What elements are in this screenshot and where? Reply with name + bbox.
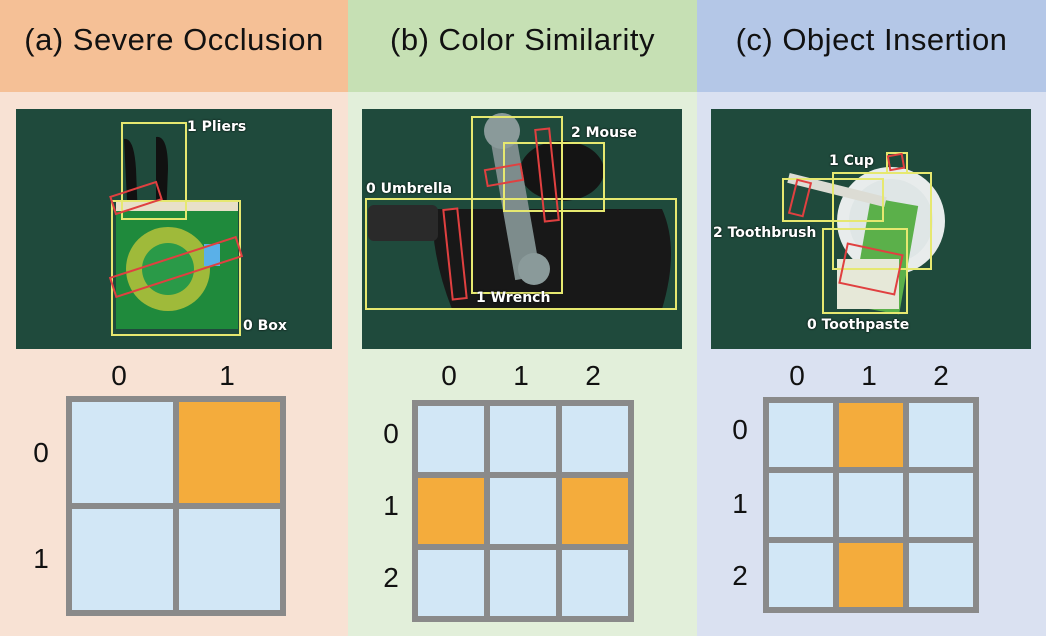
- panel-header: [348, 0, 697, 92]
- scene-drawing: [108, 122, 244, 336]
- object-label: 1 Wrench: [476, 290, 551, 306]
- matrix-cell: [418, 550, 484, 616]
- matrix-cell: [562, 550, 628, 616]
- panel-title: (c) Object Insertion: [735, 22, 1008, 57]
- row-label: 1: [383, 490, 399, 521]
- panel-object-insertion: (c) Object Insertion 1 Cup 2 Toothbrush …: [697, 0, 1046, 636]
- panel-title: (a) Severe Occlusion: [24, 22, 324, 57]
- col-label: 1: [861, 360, 877, 391]
- relation-matrix: [412, 400, 634, 622]
- matrix-cell: [490, 478, 556, 544]
- object-label: 0 Umbrella: [366, 181, 453, 197]
- scene-drawing: [365, 113, 677, 310]
- row-label: 0: [383, 418, 399, 449]
- matrix-cell-active: [179, 402, 280, 503]
- scene-photo: 2 Mouse 0 Umbrella 1 Wrench: [362, 109, 682, 349]
- relation-matrix: [763, 397, 979, 613]
- panel-color-similarity: (b) Color Similarity 2 Mouse 0 Umbrella …: [348, 0, 697, 636]
- panel-severe-occlusion: (a) Severe Occlusion 1 Pliers 0 Box 0 1 …: [0, 0, 348, 636]
- row-label: 0: [732, 414, 748, 445]
- col-label: 0: [441, 360, 457, 391]
- relation-matrix: [66, 396, 286, 616]
- matrix-cell-active: [418, 478, 484, 544]
- col-label: 0: [789, 360, 805, 391]
- object-label: 1 Cup: [829, 153, 874, 169]
- object-label: 0 Box: [243, 318, 287, 334]
- matrix-cell: [909, 403, 973, 467]
- col-label: 0: [111, 360, 127, 391]
- col-label: 2: [933, 360, 949, 391]
- panel-header: [697, 0, 1046, 92]
- matrix-cell: [490, 406, 556, 472]
- col-label: 1: [219, 360, 235, 391]
- matrix-cell: [179, 509, 280, 610]
- scene-photo: 1 Cup 2 Toothbrush 0 Toothpaste: [711, 109, 1031, 349]
- matrix-cell-active: [839, 403, 903, 467]
- matrix-cell: [418, 406, 484, 472]
- matrix-cell: [839, 473, 903, 537]
- scene-photo: 1 Pliers 0 Box: [16, 109, 332, 349]
- panel-header: [0, 0, 348, 92]
- matrix-cell: [769, 403, 833, 467]
- matrix-cell: [562, 406, 628, 472]
- matrix-cell: [72, 402, 173, 503]
- col-label: 2: [585, 360, 601, 391]
- matrix-cell: [72, 509, 173, 610]
- matrix-cell: [490, 550, 556, 616]
- object-label: 2 Toothbrush: [713, 225, 817, 241]
- object-label: 1 Pliers: [187, 119, 247, 135]
- object-label: 2 Mouse: [571, 125, 637, 141]
- object-label: 0 Toothpaste: [807, 317, 910, 333]
- scene-drawing: [782, 152, 945, 315]
- panel-title: (b) Color Similarity: [390, 22, 655, 57]
- matrix-cell: [769, 473, 833, 537]
- matrix-cell-active: [839, 543, 903, 607]
- row-label: 0: [33, 437, 49, 468]
- row-label: 2: [383, 562, 399, 593]
- matrix-cell: [769, 543, 833, 607]
- matrix-cell: [909, 473, 973, 537]
- row-label: 1: [732, 488, 748, 519]
- row-label: 2: [732, 560, 748, 591]
- col-label: 1: [513, 360, 529, 391]
- matrix-cell-active: [562, 478, 628, 544]
- matrix-cell: [909, 543, 973, 607]
- row-label: 1: [33, 543, 49, 574]
